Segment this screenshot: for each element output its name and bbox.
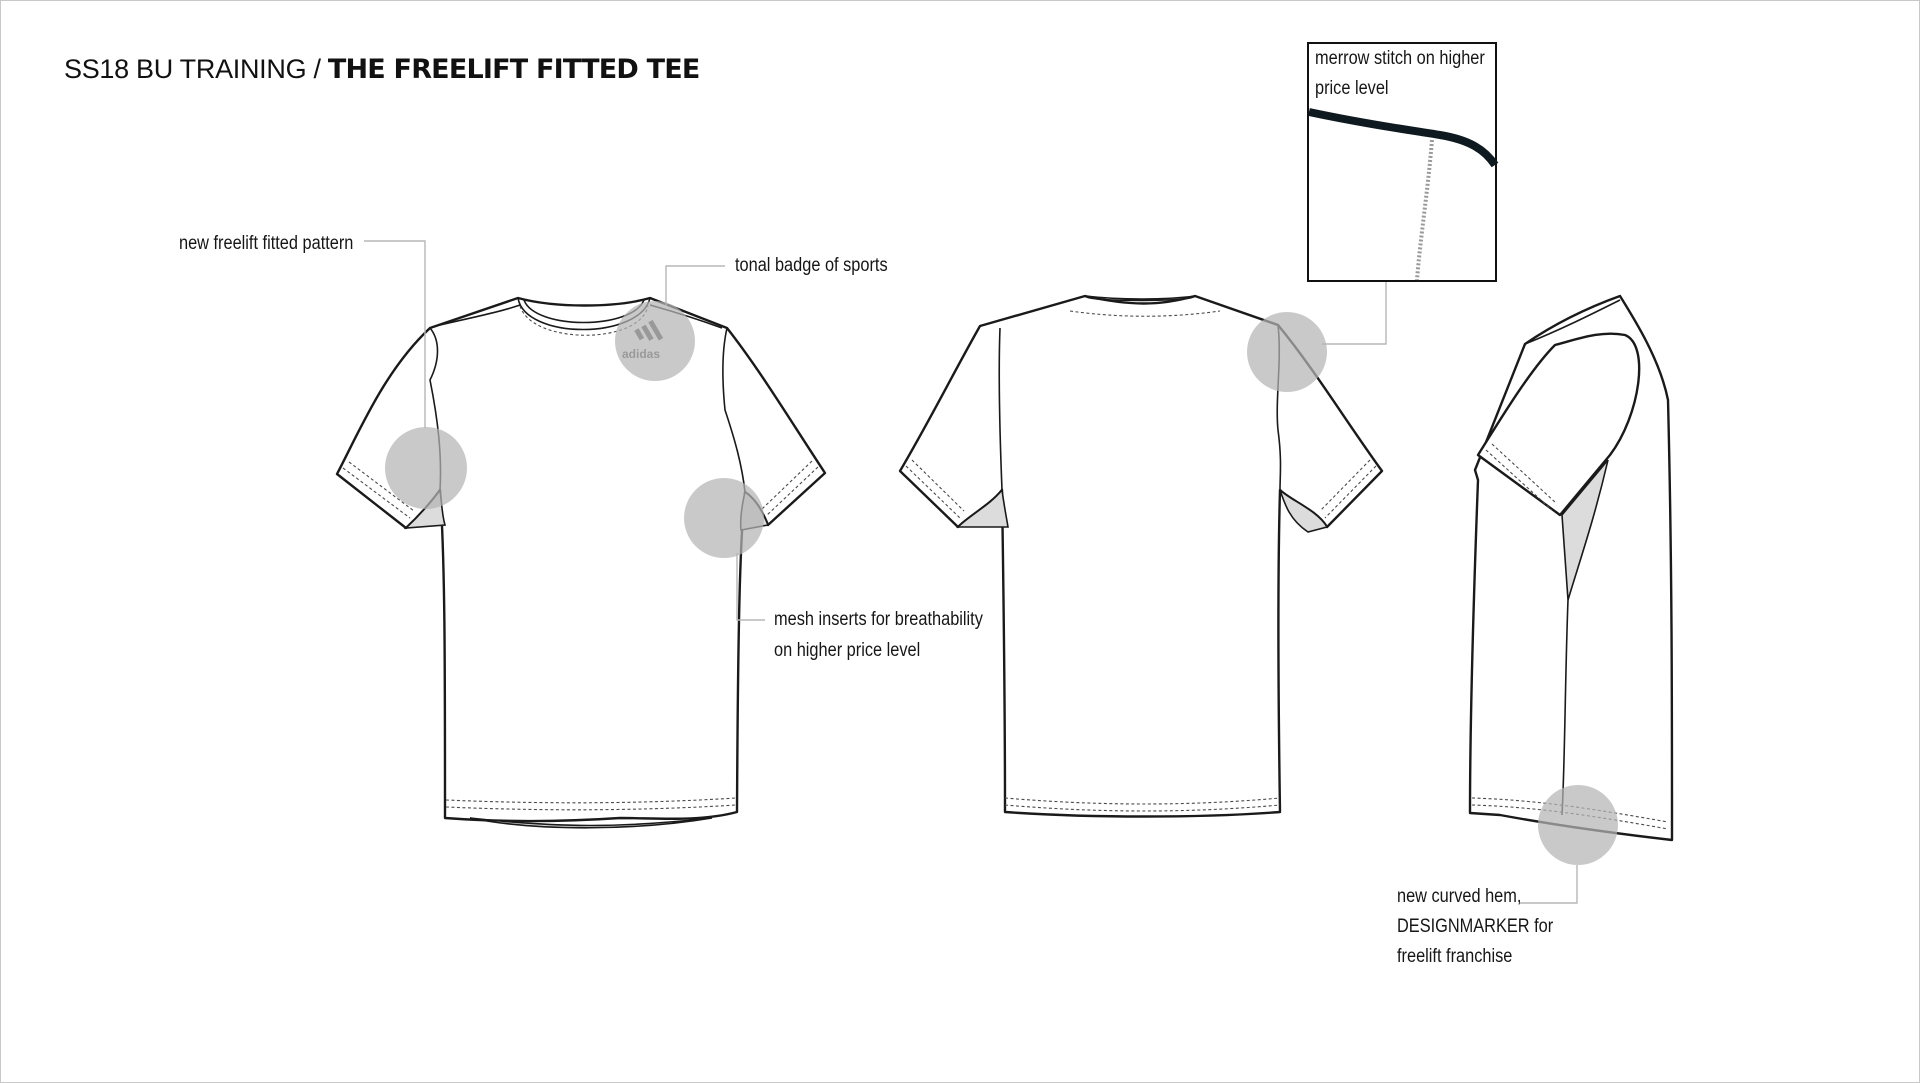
callout-label-hem-line2: DESIGNMARKER for [1397, 916, 1554, 937]
callout-label-mesh-line2: on higher price level [774, 640, 921, 661]
side-collar-seam [1524, 299, 1621, 345]
back-mesh-left [956, 488, 1009, 528]
leader-tonal-badge [665, 265, 725, 306]
side-cuff-stitch [1485, 443, 1557, 511]
back-neck-stitch [1069, 310, 1221, 317]
callout-label-hem-line3: freelift franchise [1397, 946, 1513, 967]
callout-dot-merrow-stitch [1247, 312, 1327, 392]
merrow-stitch-inset [1307, 42, 1499, 282]
front-view-tee: adidas [335, 296, 827, 829]
callout-dot-tonal-badge [615, 301, 695, 381]
side-sleeve-outline [1476, 332, 1641, 517]
inset-neck-trim [1308, 108, 1499, 168]
back-mesh-right [1279, 489, 1329, 533]
front-right-cuff-stitch [761, 460, 819, 517]
title-product: THE FREELIFT FITTED TEE [327, 54, 700, 85]
back-neckband [1084, 295, 1196, 302]
side-view-tee [1468, 294, 1674, 842]
front-raglan-right [722, 327, 746, 493]
front-hem-stitch [445, 797, 737, 811]
front-left-cuff-stitch [342, 461, 415, 519]
callout-label-hem-line1: new curved hem, [1397, 886, 1522, 907]
page-title: SS18 BU TRAINING / THE FREELIFT FITTED T… [64, 54, 700, 85]
back-hem-stitch [1004, 797, 1281, 812]
back-view-tee [898, 294, 1384, 818]
leader-merrow-stitch [1322, 282, 1387, 345]
leader-curved-hem [1520, 865, 1578, 904]
inset-merrow-seam [1415, 139, 1434, 281]
callout-dot-freelift-pattern [385, 427, 467, 509]
front-yoke-left [439, 304, 521, 326]
callout-dot-curved-hem [1538, 785, 1618, 865]
callout-label-tonal-badge: tonal badge of sports [735, 255, 888, 276]
leader-mesh-inserts [736, 553, 765, 621]
callout-label-freelift-pattern: new freelift fitted pattern [179, 233, 354, 254]
front-hem-back-panel [469, 817, 713, 829]
back-raglan-left [998, 327, 1003, 491]
title-prefix: SS18 BU TRAINING / [64, 54, 328, 84]
callout-label-merrow-line2: price level [1315, 78, 1389, 99]
callout-label-mesh-line1: mesh inserts for breathability [774, 609, 983, 630]
callout-label-merrow-line1: merrow stitch on higher [1315, 48, 1485, 69]
back-left-cuff-stitch [905, 459, 965, 519]
leader-freelift-pattern [364, 240, 426, 428]
back-right-cuff-stitch [1319, 459, 1377, 519]
side-hem-stitch [1471, 797, 1669, 830]
front-body-outline [335, 296, 827, 823]
inset-frame [1307, 42, 1497, 282]
side-mesh-insert [1561, 459, 1609, 601]
callout-dot-mesh-inserts [684, 478, 764, 558]
